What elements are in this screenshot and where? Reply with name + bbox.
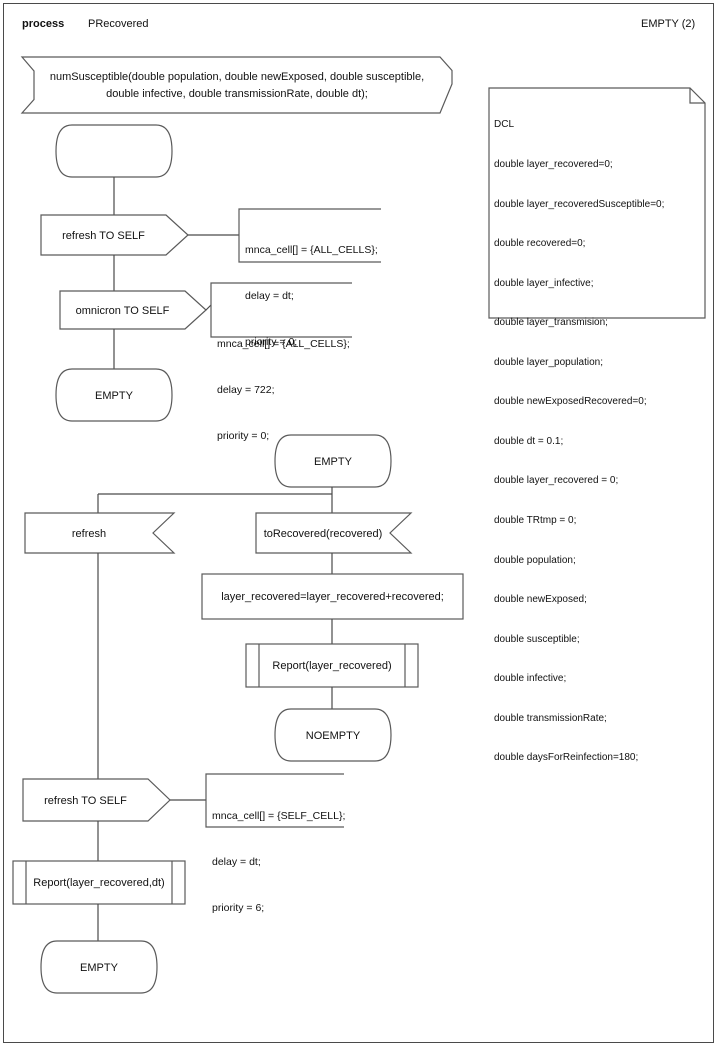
state-empty-3-shape bbox=[40, 940, 158, 994]
comment-1-line-1: delay = dt; bbox=[245, 290, 294, 303]
state-empty-2-label: EMPTY bbox=[314, 456, 352, 468]
state-noempty-label: NOEMPTY bbox=[305, 730, 361, 742]
comment-2-shape bbox=[210, 282, 352, 338]
comment-1-line-2: priority = 0; bbox=[245, 335, 298, 348]
output-refresh-self-1-label: refresh TO SELF bbox=[62, 230, 145, 242]
dcl-text-block: DCL double layer_recovered=0; double lay… bbox=[494, 92, 699, 791]
output-refresh-self-2-shape bbox=[22, 778, 171, 822]
state-empty-1-label: EMPTY bbox=[95, 390, 133, 402]
output-omnicron-self-label: omnicron TO SELF bbox=[75, 305, 170, 317]
dcl-title: DCL bbox=[494, 119, 515, 131]
page-frame bbox=[3, 3, 714, 1043]
dcl-line-11: double newExposed; bbox=[494, 594, 587, 606]
comment-2-text: mnca_cell[] = {ALL_CELLS}; delay = 722; … bbox=[217, 307, 350, 474]
output-refresh-self-2-label: refresh TO SELF bbox=[44, 795, 127, 807]
comment-3-line-1: delay = dt; bbox=[212, 856, 261, 869]
state-empty-1-shape bbox=[55, 368, 173, 422]
dcl-line-9: double TRtmp = 0; bbox=[494, 515, 577, 526]
dcl-line-6: double newExposedRecovered=0; bbox=[494, 396, 647, 408]
dcl-line-2: double recovered=0; bbox=[494, 238, 586, 250]
page-title-keyword: process bbox=[22, 18, 65, 30]
corner-state-label: EMPTY (2) bbox=[641, 18, 696, 30]
dcl-line-12: double susceptible; bbox=[494, 633, 580, 645]
call-report-1-label: Report(layer_recovered) bbox=[272, 660, 392, 672]
procedure-header-shape bbox=[20, 56, 453, 114]
dcl-line-15: double daysForReinfection=180; bbox=[494, 752, 639, 764]
comment-3-shape bbox=[205, 773, 344, 828]
page-title: PRecovered bbox=[88, 18, 149, 30]
input-torecovered-shape bbox=[255, 512, 413, 554]
dcl-line-10: double population; bbox=[494, 554, 576, 566]
output-omnicron-self-shape bbox=[59, 290, 207, 330]
dcl-box-fold bbox=[689, 88, 705, 104]
comment-1-text: mnca_cell[] = {ALL_CELLS}; delay = dt; p… bbox=[245, 213, 378, 380]
dcl-line-5: double layer_population; bbox=[494, 356, 603, 368]
comment-3-line-0: mnca_cell[] = {SELF_CELL}; bbox=[212, 810, 346, 823]
dcl-line-7: double dt = 0.1; bbox=[494, 435, 564, 447]
state-noempty-shape bbox=[274, 708, 392, 762]
input-torecovered-label: toRecovered(recovered) bbox=[263, 528, 383, 540]
call-report-2-shape bbox=[12, 860, 186, 905]
task-layer-recovered-label: layer_recovered=layer_recovered+recovere… bbox=[221, 591, 444, 603]
start-state-shape bbox=[55, 124, 173, 178]
comment-2-line-0: mnca_cell[] = {ALL_CELLS}; bbox=[217, 338, 350, 351]
comment-1-line-0: mnca_cell[] = {ALL_CELLS}; bbox=[245, 244, 378, 257]
dcl-line-3: double layer_infective; bbox=[494, 277, 594, 289]
comment-3-text: mnca_cell[] = {SELF_CELL}; delay = dt; p… bbox=[212, 779, 345, 946]
comment-3-line-2: priority = 6; bbox=[212, 901, 265, 914]
input-refresh-shape bbox=[24, 512, 176, 554]
state-empty-3-label: EMPTY bbox=[80, 962, 118, 974]
comment-2-line-2: priority = 0; bbox=[217, 429, 270, 442]
dcl-line-0: double layer_recovered=0; bbox=[494, 158, 613, 170]
procedure-header-text: numSusceptible(double population, double… bbox=[34, 69, 440, 102]
dcl-line-8: double layer_recovered = 0; bbox=[494, 475, 619, 487]
procedure-header-line-2: double infective, double transmissionRat… bbox=[106, 87, 368, 100]
call-report-2-label: Report(layer_recovered,dt) bbox=[33, 877, 165, 889]
dcl-line-1: double layer_recoveredSusceptible=0; bbox=[494, 198, 665, 210]
dcl-line-14: double transmissionRate; bbox=[494, 712, 607, 724]
comment-1-shape bbox=[238, 208, 381, 263]
dcl-box-shape bbox=[488, 87, 706, 319]
procedure-header-line-1: numSusceptible(double population, double… bbox=[49, 71, 425, 83]
dcl-line-13: double infective; bbox=[494, 673, 567, 685]
comment-2-line-1: delay = 722; bbox=[217, 384, 275, 397]
dcl-line-4: double layer_transmision; bbox=[494, 317, 608, 329]
comment-leader-2 bbox=[205, 304, 212, 311]
input-refresh-label: refresh bbox=[71, 528, 107, 540]
output-refresh-self-1-shape bbox=[40, 214, 189, 256]
state-empty-2-shape bbox=[274, 434, 392, 488]
